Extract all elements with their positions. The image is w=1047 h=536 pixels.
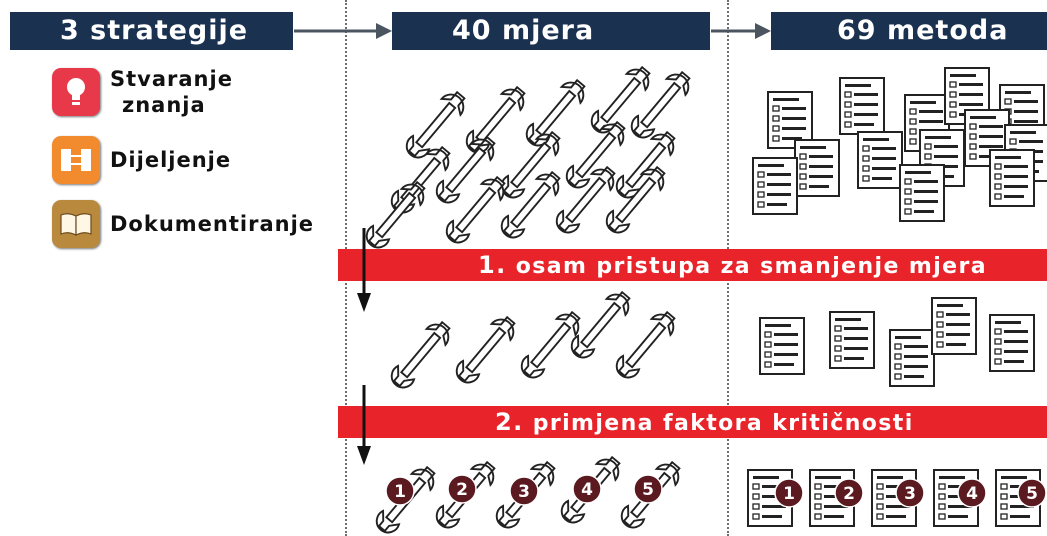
wrench-icon <box>625 66 697 144</box>
step-1-label: osam pristupa za smanjenje mjera <box>515 254 987 279</box>
arrow-strategies-to-measures <box>294 23 392 39</box>
document-layer <box>747 67 1047 527</box>
header-strategies-label: 3 strategije <box>60 15 249 46</box>
document-icon <box>989 314 1035 372</box>
legend-label-creating-1: Stvaranje <box>110 67 233 91</box>
step-banner-2: 2. primjena faktora kritičnosti <box>338 406 1047 438</box>
legend-item-sharing: Dijeljenje <box>52 136 231 184</box>
wrench-rank-badge: 3 <box>509 476 539 506</box>
svg-text:3: 3 <box>904 484 916 504</box>
header-arrows <box>294 23 771 39</box>
document-rank-badge: 3 <box>895 478 925 508</box>
svg-text:5: 5 <box>642 480 654 500</box>
document-rank-badge: 5 <box>1017 478 1047 508</box>
down-arrow-step-1 <box>357 228 371 312</box>
book-icon <box>52 200 100 248</box>
wrench-icon <box>610 306 682 384</box>
document-icon <box>752 157 798 215</box>
step-banner-1: 1. osam pristupa za smanjenje mjera <box>338 249 1047 281</box>
svg-text:2: 2 <box>456 480 468 500</box>
svg-text:3: 3 <box>518 482 530 502</box>
svg-text:1: 1 <box>394 482 406 502</box>
document-icon <box>989 149 1035 207</box>
header-measures-label: 40 mjera <box>452 15 595 46</box>
step-2-label: primjena faktora kritičnosti <box>532 411 914 436</box>
wrench-rank-badge: 2 <box>447 474 477 504</box>
document-icon <box>899 164 945 222</box>
legend-label-creating-2: znanja <box>122 93 206 117</box>
document-rank-badge: 1 <box>774 478 804 508</box>
down-arrow-step-2 <box>357 385 371 465</box>
wrench-layer <box>360 61 697 536</box>
rank-badge-layer: 1 1 2 2 3 3 4 4 5 5 <box>385 474 1047 508</box>
step-1-number: 1. <box>478 251 507 279</box>
wrench-rank-badge: 5 <box>633 474 663 504</box>
legend-item-documenting: Dokumentiranje <box>52 200 314 248</box>
document-rank-badge: 4 <box>957 478 987 508</box>
legend-item-creating: Stvaranje znanja <box>52 66 233 118</box>
wrench-icon <box>360 176 432 254</box>
document-icon <box>759 317 805 375</box>
document-icon <box>889 329 935 387</box>
svg-text:5: 5 <box>1026 484 1038 504</box>
svg-text:1: 1 <box>783 484 795 504</box>
share-icon <box>52 136 100 184</box>
wrench-icon <box>385 316 457 394</box>
svg-text:2: 2 <box>843 484 855 504</box>
wrench-icon <box>460 81 532 159</box>
wrench-rank-badge: 1 <box>385 476 415 506</box>
arrow-measures-to-methods <box>711 23 771 39</box>
wrench-rank-badge: 4 <box>572 474 602 504</box>
document-icon <box>931 297 977 355</box>
document-icon <box>857 131 903 189</box>
wrench-icon <box>450 311 522 389</box>
header-strategies: 3 strategije <box>10 12 293 50</box>
lightbulb-icon <box>52 68 100 116</box>
header-methods: 69 metoda <box>771 12 1047 50</box>
header-methods-label: 69 metoda <box>837 15 1009 46</box>
document-rank-badge: 2 <box>834 478 864 508</box>
document-icon <box>829 311 875 369</box>
svg-text:4: 4 <box>966 484 978 504</box>
svg-text:4: 4 <box>581 480 593 500</box>
document-icon <box>794 139 840 197</box>
step-2-number: 2. <box>495 408 524 436</box>
header-measures: 40 mjera <box>392 12 710 50</box>
legend-label-documenting: Dokumentiranje <box>110 212 315 236</box>
document-icon <box>839 77 885 135</box>
legend-label-sharing: Dijeljenje <box>110 148 232 172</box>
